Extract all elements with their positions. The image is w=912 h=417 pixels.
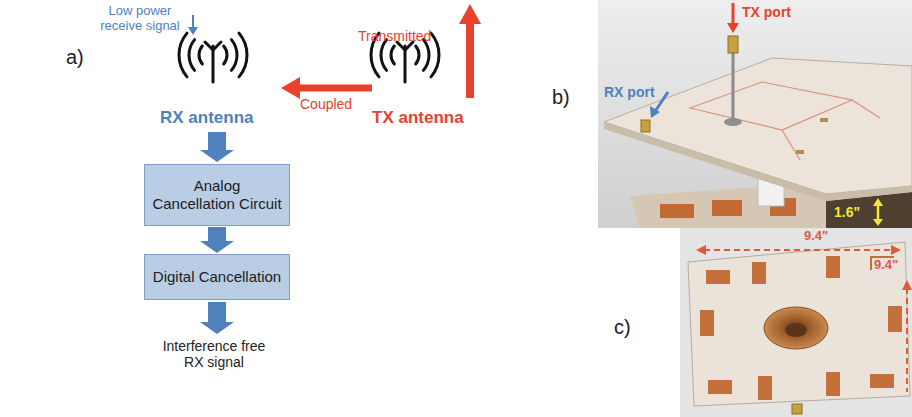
receive-arrow	[188, 15, 198, 35]
block-arrow	[200, 302, 234, 334]
signal-note: Transmitted	[358, 28, 431, 44]
dimension-label: 9.4"	[802, 229, 830, 244]
antenna-label: RX antenna	[160, 108, 254, 128]
dimension-label: 1.6"	[834, 204, 860, 220]
process-box: Analog Cancellation Circuit	[144, 164, 290, 226]
signal-note: Low power receive signal	[94, 4, 186, 34]
output-label: Interference free RX signal	[161, 338, 267, 370]
panel-letter: a)	[66, 46, 84, 69]
panel-letter: b)	[552, 86, 570, 109]
transmitted-arrow	[459, 4, 481, 98]
block-arrow	[200, 227, 234, 253]
coupled-arrow	[281, 77, 372, 99]
dimension-label: 9.4"	[872, 258, 900, 273]
box-text: Digital Cancellation	[153, 268, 281, 286]
rx-antenna-symbol	[179, 33, 247, 82]
box-text: Analog Cancellation Circuit	[151, 177, 283, 213]
panel-letter: c)	[614, 316, 631, 339]
port-label: TX port	[742, 4, 791, 20]
process-box: Digital Cancellation	[144, 254, 290, 300]
pcb-photo-side	[598, 0, 912, 228]
signal-note: Coupled	[300, 96, 352, 112]
port-label: RX port	[604, 84, 655, 100]
pcb-photo-top	[680, 228, 912, 417]
antenna-label: TX antenna	[372, 108, 464, 128]
block-arrow	[200, 132, 234, 162]
